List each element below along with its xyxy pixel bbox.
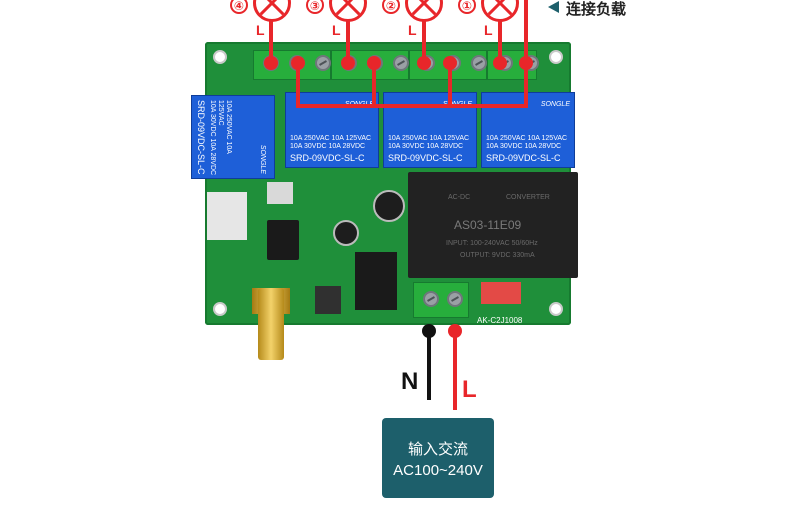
antenna-icon xyxy=(258,288,284,360)
load-line-label: L xyxy=(408,22,417,38)
module-text: AC-DC xyxy=(448,194,471,201)
mount-hole xyxy=(549,302,563,316)
lamp-icon xyxy=(405,0,443,22)
live-junction xyxy=(448,324,462,338)
lamp-icon xyxy=(253,0,291,22)
module-text: OUTPUT: 9VDC 330mA xyxy=(460,252,535,259)
fuse xyxy=(481,282,521,304)
module-model: AS03-11E09 xyxy=(454,218,522,232)
wire-junction xyxy=(264,56,278,70)
wire-junction xyxy=(417,56,431,70)
relay-model: SRD-09VDC-SL-C xyxy=(388,153,463,163)
load-line-label: L xyxy=(256,22,265,38)
neutral-wire xyxy=(427,332,431,400)
dc-jack xyxy=(355,252,397,310)
input-range: AC100~240V xyxy=(393,462,483,479)
wire-junction xyxy=(341,56,355,70)
wire-junction xyxy=(493,56,507,70)
relay-brand: SONGLE xyxy=(259,144,266,174)
lamp-icon xyxy=(481,0,519,22)
relay-model: SRD-09VDC-SL-C xyxy=(290,153,365,163)
rf-module xyxy=(207,192,247,240)
arrow-left-icon xyxy=(548,1,559,13)
mount-hole xyxy=(213,50,227,64)
input-title: 输入交流 xyxy=(407,441,468,458)
wire-junction xyxy=(443,56,457,70)
live-wire xyxy=(498,20,502,64)
module-text: CONVERTER xyxy=(506,194,550,201)
input-power-box: 输入交流 AC100~240V xyxy=(382,418,494,498)
mount-hole xyxy=(213,302,227,316)
live-wire xyxy=(346,20,350,64)
live-wire xyxy=(269,20,273,64)
wire-junction xyxy=(367,56,381,70)
wire-junction xyxy=(291,56,305,70)
connect-load-label: 连接负载 xyxy=(566,1,627,18)
screw-terminal xyxy=(447,291,463,307)
load-number: ② xyxy=(382,0,400,14)
relay-model: SRD-09VDC-SL-C xyxy=(486,153,561,163)
capacitor xyxy=(333,220,359,246)
load-line-label: L xyxy=(332,22,341,38)
load-number: ③ xyxy=(306,0,324,14)
relay-model: SRD-09VDC-SL-C xyxy=(196,100,206,175)
screw-terminal xyxy=(393,55,409,71)
neutral-label: N xyxy=(401,368,419,395)
mount-hole xyxy=(549,50,563,64)
push-button xyxy=(315,286,341,314)
screw-terminal xyxy=(315,55,331,71)
live-wire xyxy=(448,62,452,108)
live-bus-wire xyxy=(296,104,528,108)
capacitor xyxy=(373,190,405,222)
power-module: AC-DC CONVERTER AS03-11E09 INPUT: 100-24… xyxy=(408,172,578,278)
screw-terminal xyxy=(423,291,439,307)
crystal xyxy=(267,182,293,204)
live-wire xyxy=(524,0,528,108)
board-code: AK-C2J1008 xyxy=(477,316,523,325)
module-text: INPUT: 100-240VAC 50/60Hz xyxy=(446,240,538,247)
load-line-label: L xyxy=(484,22,493,38)
live-wire xyxy=(422,20,426,64)
load-number: ④ xyxy=(230,0,248,14)
live-label: L xyxy=(462,376,477,403)
screw-terminal xyxy=(471,55,487,71)
wire-junction xyxy=(519,56,533,70)
lamp-icon xyxy=(329,0,367,22)
neutral-junction xyxy=(422,324,436,338)
live-input-wire xyxy=(453,332,457,410)
live-wire xyxy=(372,62,376,108)
relay-brand: SONGLE xyxy=(540,101,570,108)
live-wire xyxy=(296,62,300,108)
load-number: ① xyxy=(458,0,476,14)
ic-chip xyxy=(267,220,299,260)
